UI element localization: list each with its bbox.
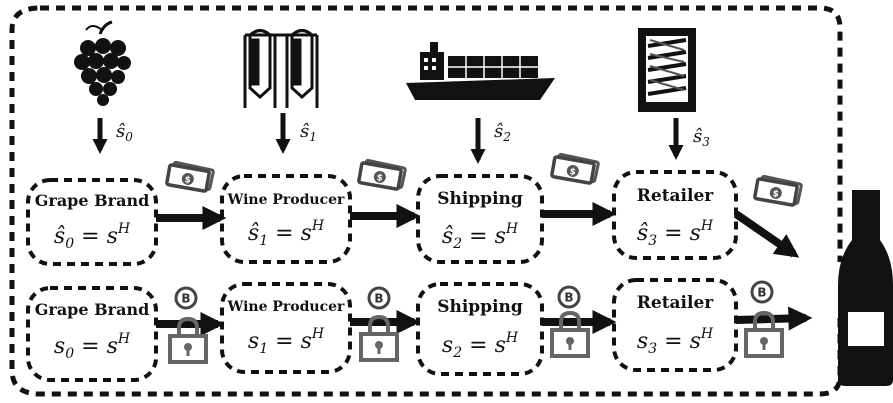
wine-rack-icon: [638, 28, 696, 112]
outer-dashed-frame: [9, 5, 843, 397]
svg-text:Shipping: Shipping: [437, 297, 523, 317]
top-stage-shipping: Shipping ŝ2 = sH: [416, 174, 544, 264]
grapes-icon: [74, 20, 131, 106]
top-stage-wine-producer: Wine Producer ŝ1 = sH: [220, 174, 352, 264]
svg-text:ŝ1 = sH: ŝ1 = sH: [248, 218, 325, 249]
bottom-stage-wine-producer: Wine Producer s1 = sH: [220, 282, 352, 374]
coin-icon: [557, 285, 581, 309]
input-label-2: ŝ2: [494, 121, 511, 144]
bottom-stage-retailer: Retailer s3 = sH: [612, 278, 738, 372]
svg-text:ŝ2 = sH: ŝ2 = sH: [442, 221, 519, 252]
bottom-stage-shipping: Shipping s2 = sH: [416, 282, 544, 376]
cargo-ship-icon: [406, 42, 555, 100]
svg-text:s0 = sH: s0 = sH: [54, 331, 131, 362]
input-label-3: ŝ3: [693, 126, 710, 149]
wine-bottle-icon: [838, 190, 893, 386]
svg-text:s2 = sH: s2 = sH: [442, 330, 519, 361]
svg-text:ŝ0 = sH: ŝ0 = sH: [54, 221, 131, 252]
money-bills-icon: [164, 160, 216, 194]
svg-text:s3 = sH: s3 = sH: [637, 326, 714, 357]
money-bills-icon: [752, 174, 804, 208]
input-label-1: ŝ1: [300, 121, 317, 144]
money-bills-icon: [356, 158, 408, 192]
svg-text:ŝ3 = sH: ŝ3 = sH: [637, 218, 714, 249]
coin-icon: [174, 286, 198, 310]
bottom-stage-grape-brand: Grape Brand s0 = sH: [26, 286, 158, 382]
svg-text:Shipping: Shipping: [437, 189, 523, 209]
svg-text:s1 = sH: s1 = sH: [248, 326, 325, 357]
top-stage-grape-brand: Grape Brand ŝ0 = sH: [26, 178, 158, 266]
top-stage-retailer: Retailer ŝ3 = sH: [612, 170, 738, 260]
money-bills-icon: [549, 152, 601, 186]
input-label-0: ŝ0: [116, 121, 133, 144]
top-arrow-to-bottle: [733, 210, 800, 258]
svg-text:Retailer: Retailer: [637, 293, 715, 313]
svg-text:Wine Producer: Wine Producer: [227, 192, 345, 208]
silo-tanks-icon: [243, 29, 319, 108]
coin-icon: [750, 280, 774, 304]
svg-text:Grape Brand: Grape Brand: [35, 300, 150, 319]
svg-text:Retailer: Retailer: [637, 186, 715, 206]
svg-text:Grape Brand: Grape Brand: [35, 191, 150, 210]
svg-text:Wine Producer: Wine Producer: [227, 299, 345, 315]
coin-icon: [367, 286, 391, 310]
